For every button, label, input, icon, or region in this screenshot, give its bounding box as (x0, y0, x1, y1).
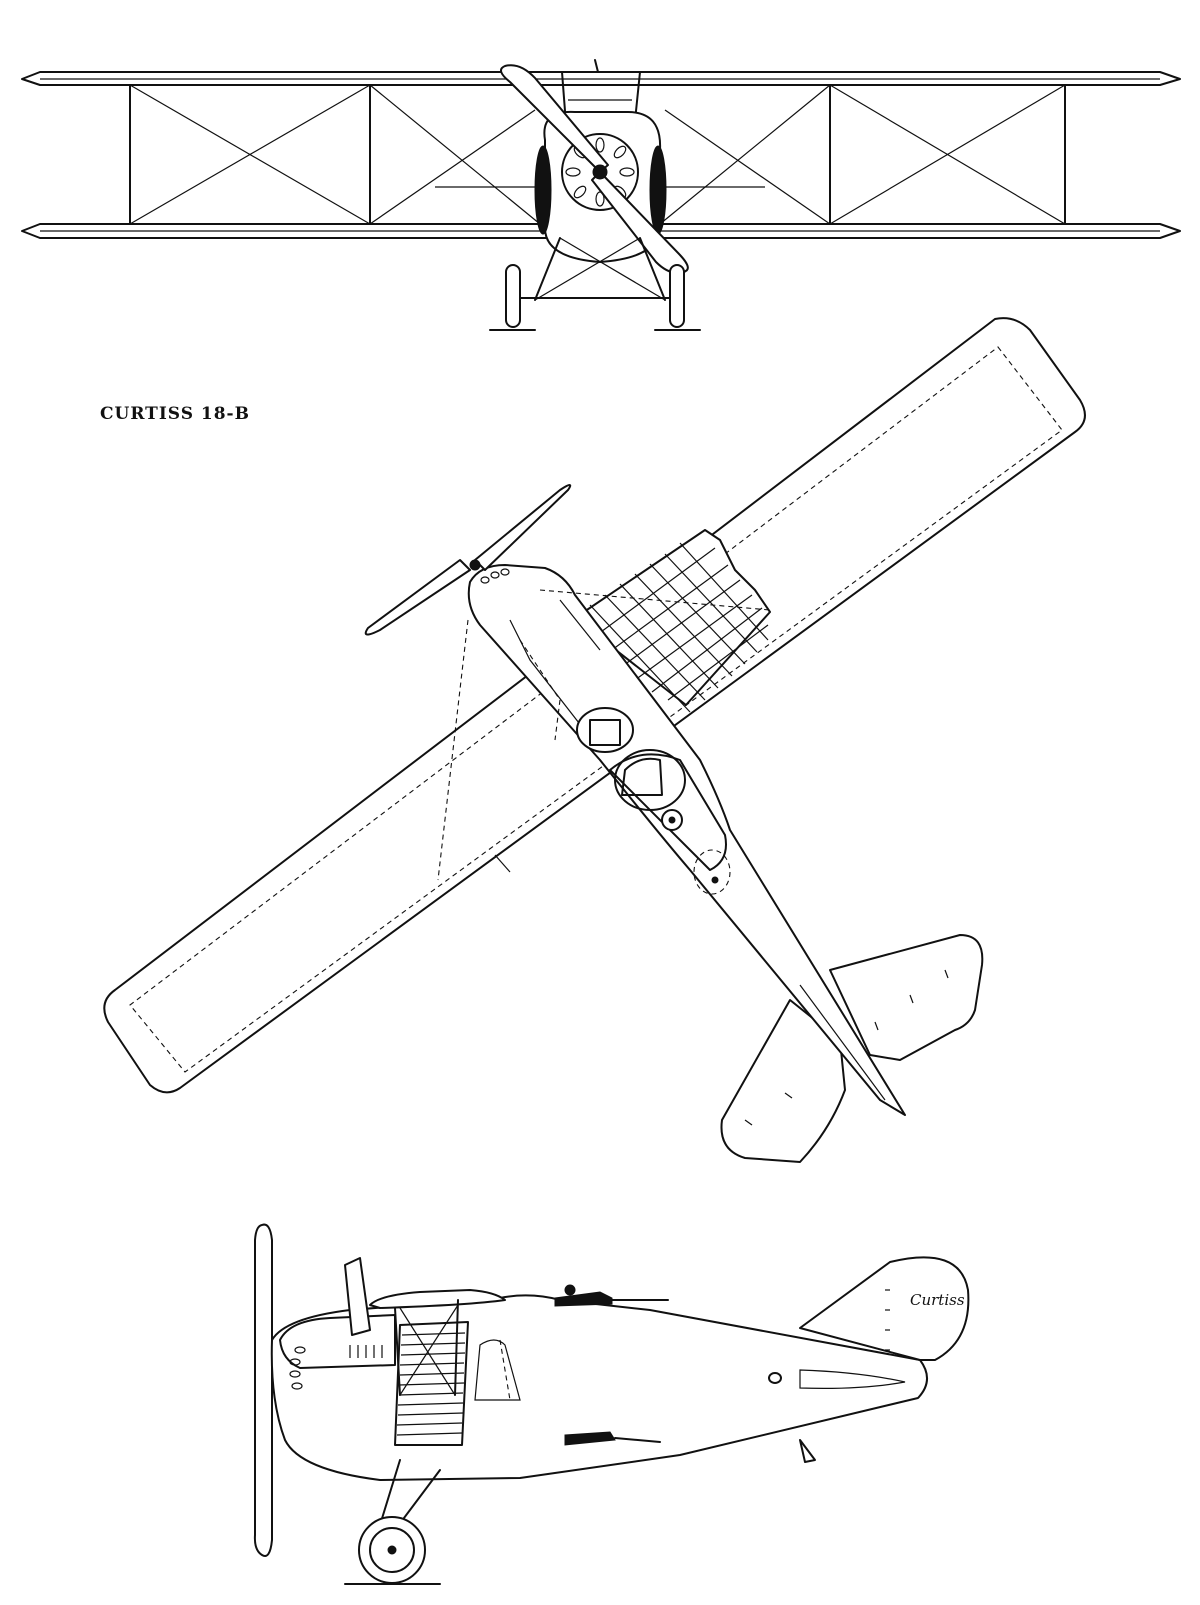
landing-gear-side (344, 1459, 441, 1585)
fuselage-plan (437, 564, 906, 1116)
tailskid (799, 1439, 816, 1463)
plan-view (103, 317, 1086, 1163)
bracing-wires (129, 84, 1066, 225)
upper-wing-front (21, 71, 1181, 86)
propeller-side (253, 1223, 273, 1557)
radiator-plan (574, 529, 771, 713)
machine-gun-side (554, 1284, 669, 1446)
side-view: Curtiss (253, 1223, 970, 1585)
propeller-plan (364, 484, 572, 636)
interplane-struts (129, 84, 1066, 225)
tail-marking: Curtiss (910, 1291, 965, 1309)
wing-side (344, 1257, 506, 1396)
tailplane-plan (720, 934, 984, 1163)
fin-side: Curtiss (799, 1256, 970, 1361)
front-view (21, 59, 1181, 331)
landing-gear-front (489, 237, 701, 331)
figure-caption: CURTISS 18-B (100, 404, 250, 424)
radiator-side (394, 1321, 469, 1446)
